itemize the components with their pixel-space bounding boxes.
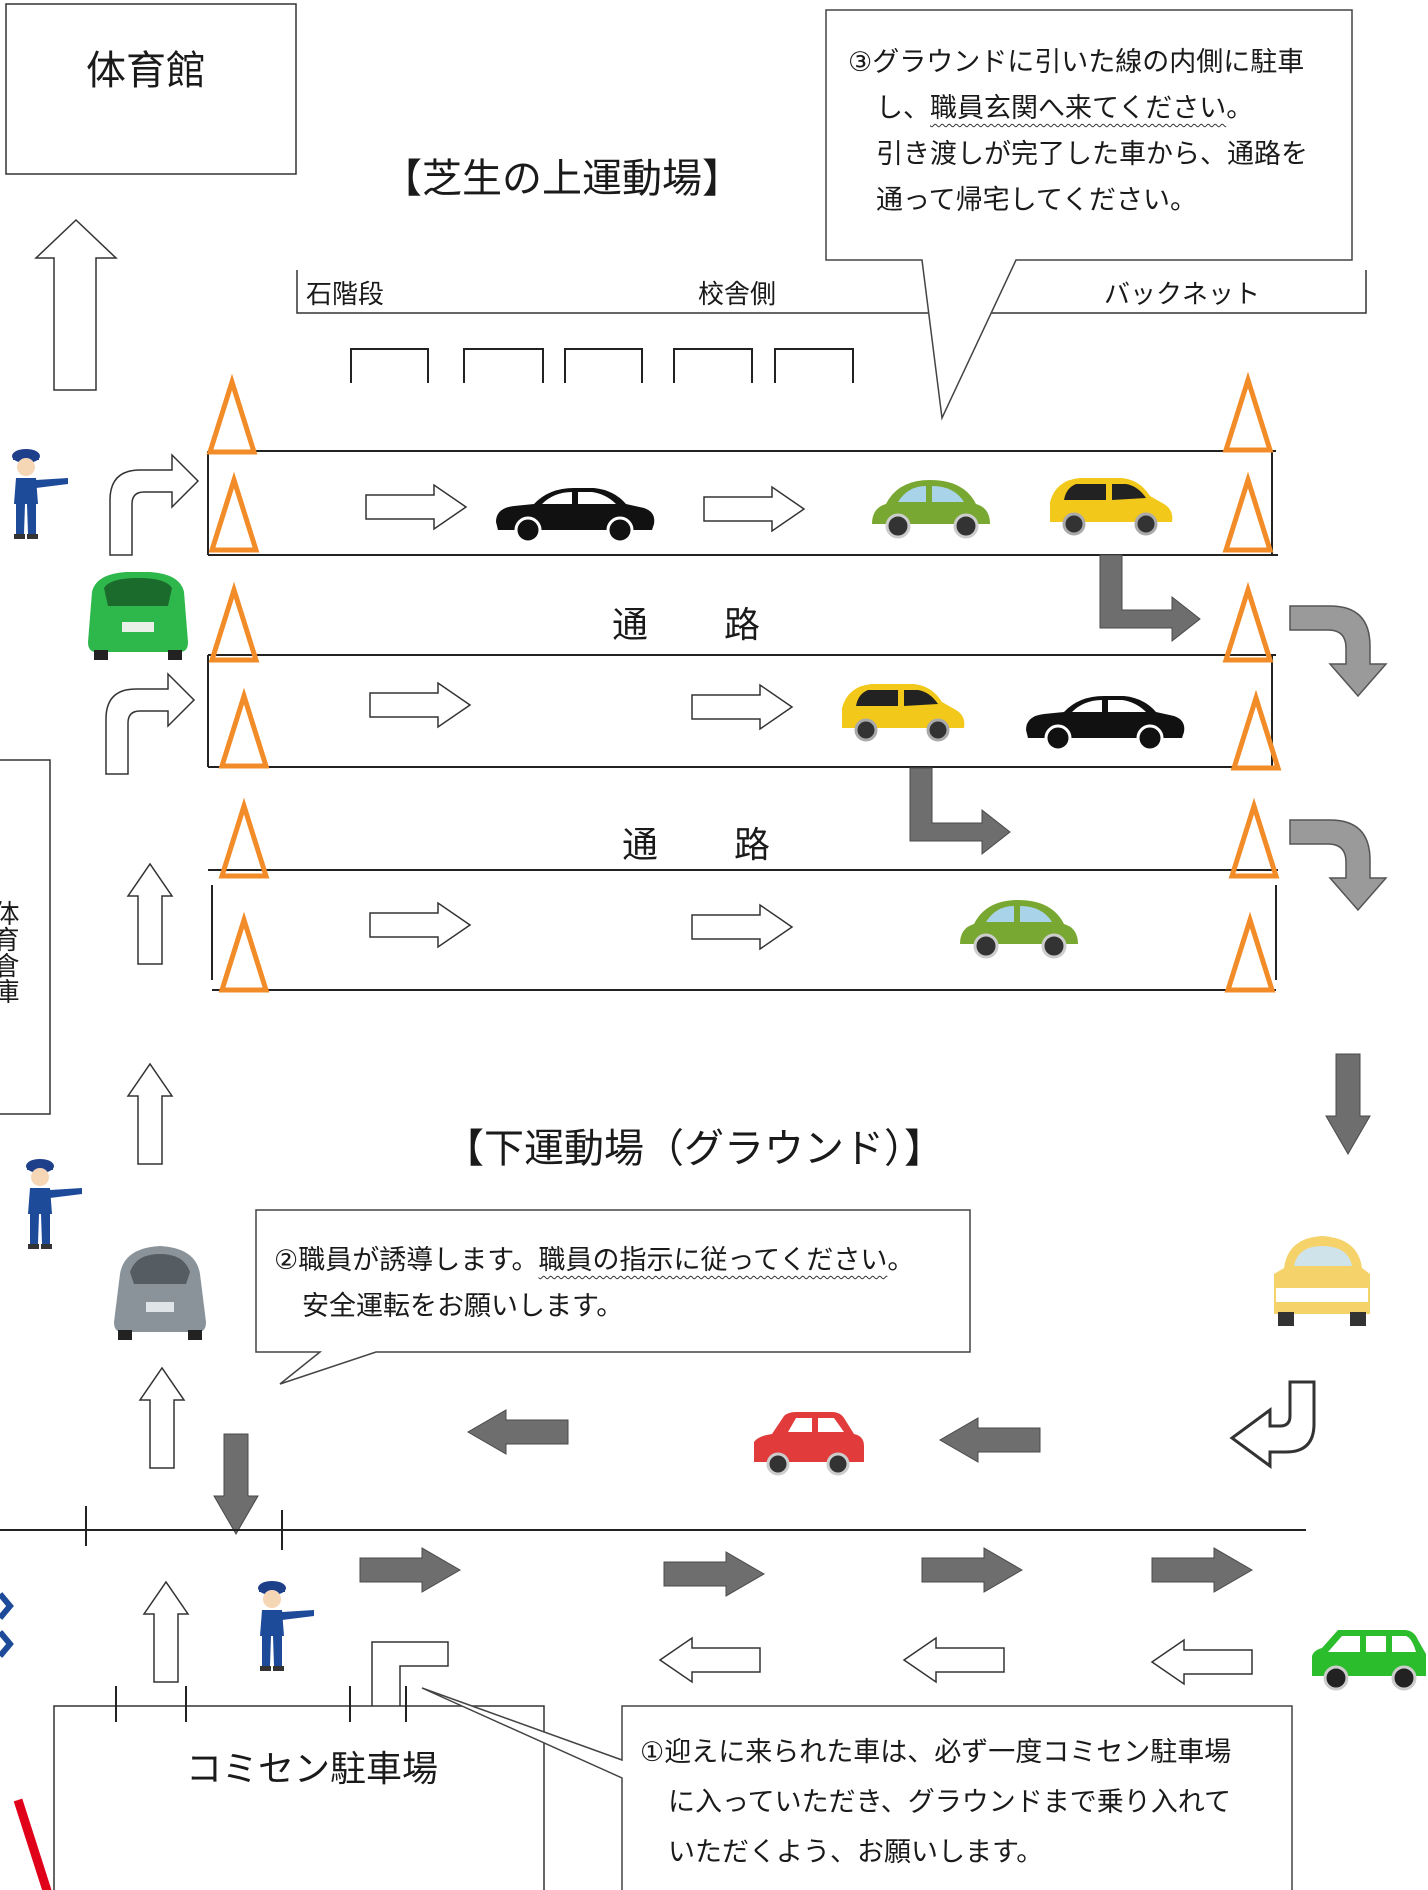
callout-3-line-2-plain: し、 bbox=[876, 93, 930, 124]
parking-box-ticks bbox=[115, 1686, 407, 1722]
lower-field-title: 【下運動場（グラウンド）】 bbox=[444, 1126, 944, 1172]
callout-1-text: ①迎えに来られた車は、必ず一度コミセン駐車場 に入っていただき、グラウンドまで乗… bbox=[640, 1728, 1231, 1878]
car-black-sedan-1 bbox=[494, 486, 656, 544]
callout-3-line-3: 引き渡しが完了した車から、通路を bbox=[876, 139, 1308, 170]
car-green-wagon bbox=[1312, 1630, 1426, 1691]
upper-field-title: 【芝生の上運動場】 bbox=[382, 156, 742, 202]
stair-bays bbox=[350, 348, 854, 383]
exit-arrow-lane-1 bbox=[1099, 554, 1201, 642]
comisen-parking-label: コミセン駐車場 bbox=[186, 1749, 439, 1790]
curve-arrow-right-1 bbox=[1289, 605, 1387, 697]
callout-3-line-2: し、職員玄関へ来てください。 bbox=[848, 86, 1308, 132]
up-arrow-left-1 bbox=[127, 863, 173, 965]
car-gray-sedan-rear bbox=[114, 1246, 206, 1340]
callout-3-line-4: 通って帰宅してください。 bbox=[876, 185, 1198, 216]
up-arrow-left-4 bbox=[143, 1581, 189, 1683]
gym-warehouse-box bbox=[0, 759, 51, 1115]
down-arrow-junction bbox=[213, 1433, 259, 1535]
car-red bbox=[754, 1412, 864, 1476]
comisen-parking-box bbox=[53, 1705, 545, 1890]
callout-2-line-1: ②職員が誘導します。職員の指示に従ってください。 bbox=[274, 1238, 914, 1284]
gym-label: 体育館 bbox=[86, 48, 206, 94]
callout-2-shape bbox=[255, 1209, 971, 1385]
callout-1-line-1: ①迎えに来られた車は、必ず一度コミセン駐車場 bbox=[640, 1737, 1232, 1768]
callout-3-shape bbox=[825, 9, 1353, 421]
guard-3 bbox=[258, 1581, 314, 1671]
down-arrow-right bbox=[1325, 1053, 1371, 1155]
callout-1-shape bbox=[421, 1687, 1293, 1890]
road-hollow-left-arrows bbox=[659, 1637, 1253, 1685]
callout-2-text: ②職員が誘導します。職員の指示に従ってください。 安全運転をお願いします。 bbox=[274, 1238, 914, 1330]
gym-warehouse-label: 体育倉庫 bbox=[0, 900, 19, 1004]
up-arrow-to-gym bbox=[34, 218, 118, 391]
bent-arrow-lane-2 bbox=[105, 673, 195, 775]
guard-1 bbox=[12, 449, 68, 539]
passage-2-char-1: 通 bbox=[622, 825, 659, 866]
hook-arrow-right bbox=[1229, 1380, 1316, 1469]
gym-box bbox=[5, 3, 297, 175]
road-line bbox=[0, 1506, 1306, 1550]
school-side-label: 校舎側 bbox=[698, 280, 777, 310]
callout-2-line-1-end: 。 bbox=[887, 1245, 915, 1276]
up-arrow-left-3 bbox=[139, 1367, 185, 1469]
bent-arrow-lane-1 bbox=[109, 454, 199, 556]
stone-stairs-label: 石階段 bbox=[306, 280, 385, 310]
parking-entrance-arrow bbox=[371, 1641, 449, 1713]
callout-1-line-3: いただくよう、お願いします。 bbox=[668, 1837, 1044, 1868]
car-yellow-front bbox=[1274, 1236, 1370, 1326]
callout-3-text: ③グラウンドに引いた線の内側に駐車 し、職員玄関へ来てください。 引き渡しが完了… bbox=[848, 40, 1308, 224]
dark-left-arrow-1 bbox=[939, 1417, 1041, 1463]
callout-2-emphasis: 職員の指示に従ってください bbox=[538, 1245, 888, 1276]
car-black-sedan-2 bbox=[1024, 694, 1186, 752]
traffic-cones bbox=[210, 380, 1278, 990]
blue-chevron-icon bbox=[0, 1592, 14, 1658]
exit-arrow-lane-2 bbox=[909, 767, 1011, 855]
up-arrow-left-2 bbox=[127, 1063, 173, 1165]
passage-1-char-2: 路 bbox=[724, 605, 761, 646]
car-yellow-minivan-2 bbox=[840, 682, 966, 742]
dark-left-arrow-2 bbox=[467, 1409, 569, 1455]
red-boundary-line bbox=[13, 1798, 52, 1890]
guard-2 bbox=[26, 1159, 82, 1249]
callout-1-line-2: に入っていただき、グラウンドまで乗り入れて bbox=[668, 1787, 1231, 1818]
car-green-beetle-1 bbox=[870, 478, 992, 539]
curve-arrow-right-2 bbox=[1289, 819, 1387, 911]
callout-2-line-2: 安全運転をお願いします。 bbox=[302, 1291, 624, 1322]
callout-3-emphasis: 職員玄関へ来てください bbox=[930, 93, 1227, 124]
car-green-hatchback-rear bbox=[88, 572, 188, 660]
car-yellow-minivan-1 bbox=[1048, 476, 1174, 536]
back-net-label: バックネット bbox=[1104, 280, 1261, 310]
passage-1-char-1: 通 bbox=[612, 605, 649, 646]
callout-3-line-2-end: 。 bbox=[1226, 93, 1254, 124]
callout-3-line-1: ③グラウンドに引いた線の内側に駐車 bbox=[848, 47, 1305, 78]
callout-2-line-1-plain: ②職員が誘導します。 bbox=[274, 1245, 539, 1276]
passage-2-char-2: 路 bbox=[734, 825, 771, 866]
car-green-beetle-2 bbox=[958, 898, 1080, 959]
road-dark-right-arrows bbox=[359, 1547, 1253, 1597]
upper-field-edge-line bbox=[296, 270, 1367, 314]
